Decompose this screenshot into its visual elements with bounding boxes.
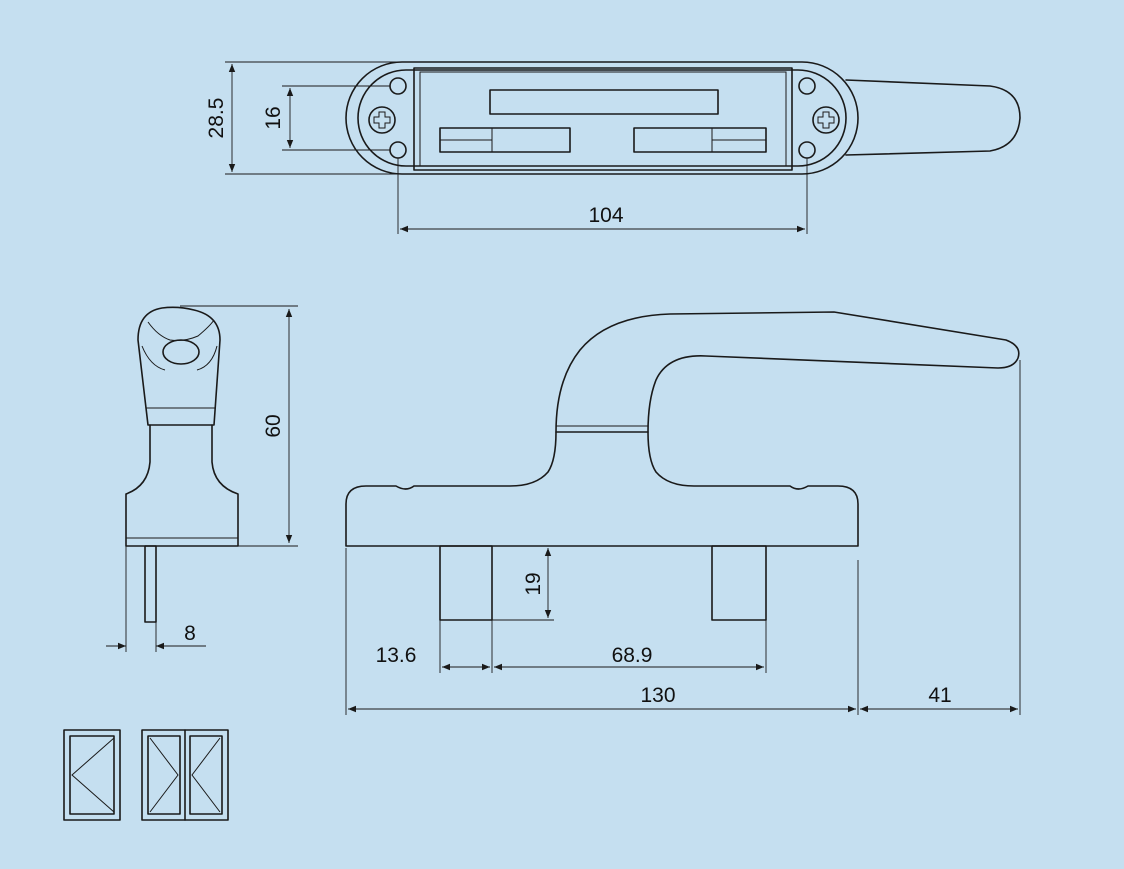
dim-label-19: 19 bbox=[522, 572, 545, 595]
dim-label-68-9: 68.9 bbox=[612, 644, 653, 667]
dim-label-41: 41 bbox=[928, 684, 951, 707]
top-view-base-plate bbox=[345, 61, 859, 175]
dim-label-60: 60 bbox=[262, 414, 285, 437]
screw-right-icon bbox=[812, 106, 840, 134]
side-view: 60 8 bbox=[106, 305, 298, 652]
dim-label-104: 104 bbox=[588, 204, 623, 227]
dim-label-8: 8 bbox=[184, 622, 196, 645]
dim-label-28-5: 28.5 bbox=[205, 98, 228, 139]
top-view-slots bbox=[439, 89, 767, 153]
window-double-sash-icon bbox=[141, 729, 229, 821]
screw-left-icon bbox=[368, 106, 396, 134]
side-view-grip bbox=[137, 306, 221, 426]
front-view: 19 13.6 68.9 130 41 bbox=[345, 311, 1021, 715]
front-view-spindles bbox=[439, 545, 767, 621]
front-view-handle bbox=[555, 311, 1020, 433]
front-view-body bbox=[345, 431, 859, 547]
dim-label-130: 130 bbox=[640, 684, 675, 707]
side-view-neck bbox=[125, 424, 239, 547]
window-single-sash-icon bbox=[63, 729, 121, 821]
dim-label-16: 16 bbox=[262, 106, 285, 129]
side-view-spindle bbox=[144, 545, 157, 623]
dim-label-13-6: 13.6 bbox=[376, 644, 417, 667]
top-view-lever bbox=[845, 79, 1021, 156]
top-view: 28.5 16 104 bbox=[205, 61, 1021, 234]
